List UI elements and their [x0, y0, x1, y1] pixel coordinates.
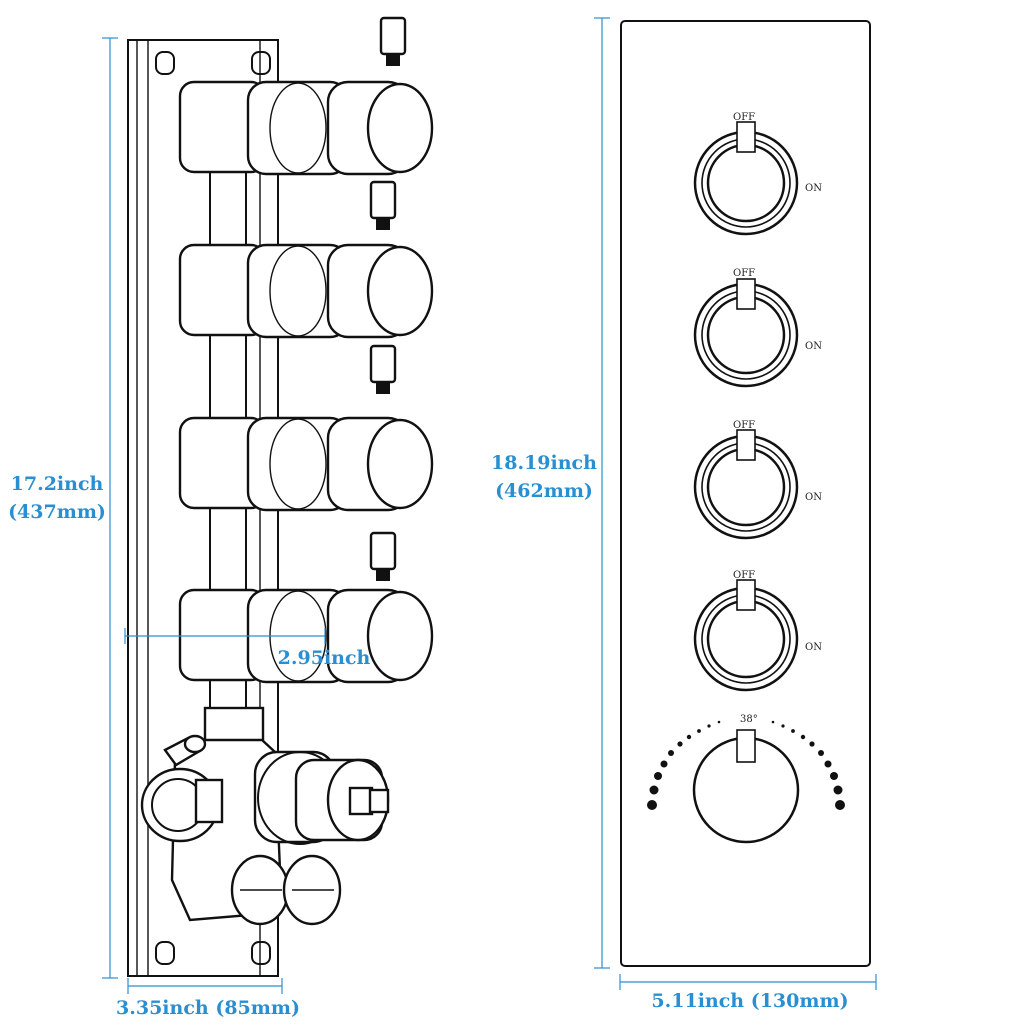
connector-pin [369, 531, 397, 581]
valve-on-label: ON [805, 183, 822, 194]
valve-knob: OFF ON [693, 420, 822, 540]
valve-knob: OFF ON [693, 268, 822, 388]
left-depth: 2.95inch [278, 647, 371, 669]
panel-outline [620, 20, 871, 967]
panel-height-mm: (462mm) [495, 480, 593, 502]
valve-off-label: OFF [733, 420, 755, 431]
screw-slot [155, 51, 175, 75]
valve-on-label: ON [805, 642, 822, 653]
panel-width: 5.11inch (130mm) [651, 990, 848, 1012]
thermostat-knob: 38° [647, 714, 845, 844]
cartridge-unit [178, 416, 434, 512]
valve-knob: OFF ON [693, 112, 822, 236]
connector-pin [369, 180, 397, 230]
screw-slot [251, 51, 271, 75]
cartridge-unit [178, 80, 434, 176]
valve-knob: OFF ON [693, 570, 822, 692]
screw-slot [155, 941, 175, 965]
valve-on-label: ON [805, 341, 822, 352]
cartridge-unit [178, 243, 434, 339]
connector-pin [369, 344, 397, 394]
front-panel: OFF ON OFF ON OFF ON OFF ON [488, 17, 877, 1012]
left-height-inch: 17.2inch [11, 473, 104, 495]
valve-off-label: OFF [733, 112, 755, 123]
thermostatic-mixer-body [140, 706, 390, 926]
screw-slot [251, 941, 271, 965]
left-height-mm: (437mm) [8, 501, 106, 523]
valve-off-label: OFF [733, 268, 755, 279]
valve-off-label: OFF [733, 570, 755, 581]
cartridge-unit [178, 588, 434, 684]
valve-body-side-view: 17.2inch (437mm) 2.95inch 3.35inch (85mm… [8, 16, 434, 1019]
valve-on-label: ON [805, 492, 822, 503]
connector-pin [379, 16, 407, 66]
left-width: 3.35inch (85mm) [116, 997, 300, 1019]
thermostat-temp-label: 38° [740, 714, 758, 725]
panel-height-inch: 18.19inch [491, 452, 597, 474]
temperature-scale-dots [647, 720, 845, 810]
